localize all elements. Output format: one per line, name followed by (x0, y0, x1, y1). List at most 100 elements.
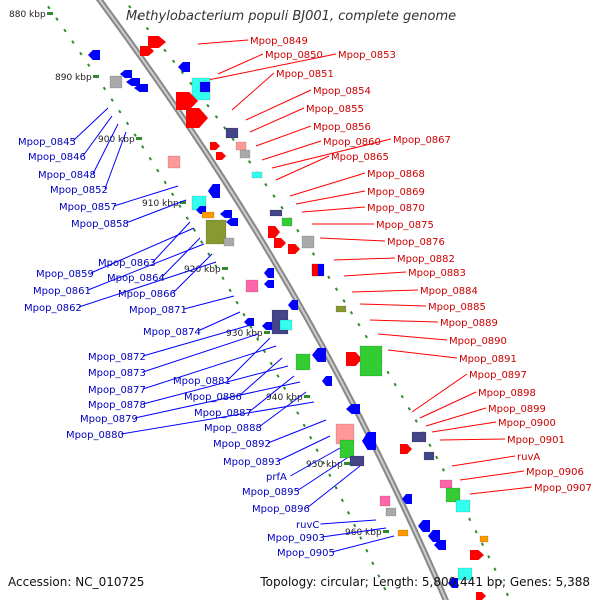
gene-label-reverse[interactable]: Mpop_0866 (118, 289, 176, 300)
gene-label-forward[interactable]: Mpop_0855 (306, 104, 364, 115)
gene-feature-forward[interactable] (400, 444, 412, 454)
gene-feature-reverse[interactable] (322, 376, 332, 386)
gene-feature-reverse[interactable] (428, 530, 440, 542)
gene-feature-forward[interactable] (470, 550, 484, 560)
gene-feature[interactable] (205, 219, 227, 245)
gene-label-reverse[interactable]: Mpop_0895 (242, 487, 300, 498)
gene-feature[interactable] (385, 507, 397, 517)
gene-label-forward[interactable]: Mpop_0875 (376, 220, 434, 231)
gene-feature[interactable] (279, 319, 293, 331)
gene-feature-forward[interactable] (268, 226, 280, 238)
gene-label-forward[interactable]: Mpop_0901 (507, 435, 565, 446)
gene-label-reverse[interactable]: Mpop_0881 (173, 376, 231, 387)
gene-label-forward[interactable]: Mpop_0867 (393, 135, 451, 146)
gene-feature-reverse[interactable] (88, 50, 100, 60)
gene-feature-forward[interactable] (288, 244, 300, 254)
gene-label-reverse[interactable]: Mpop_0892 (213, 439, 271, 450)
gene-feature-reverse[interactable] (264, 268, 274, 278)
gene-feature[interactable] (411, 431, 427, 443)
gene-feature-reverse[interactable] (434, 540, 446, 550)
gene-label-forward[interactable]: Mpop_0876 (387, 237, 445, 248)
gene-feature[interactable] (225, 127, 239, 139)
gene-feature[interactable] (167, 155, 181, 169)
gene-feature-reverse[interactable] (126, 78, 140, 86)
gene-label-forward[interactable]: Mpop_0899 (488, 404, 546, 415)
gene-feature-reverse[interactable] (244, 318, 254, 326)
gene-feature-reverse[interactable] (402, 494, 412, 504)
gene-label-reverse[interactable]: Mpop_0872 (88, 352, 146, 363)
gene-label-reverse[interactable]: Mpop_0888 (204, 423, 262, 434)
gene-feature[interactable] (301, 235, 315, 249)
gene-feature[interactable] (269, 209, 283, 217)
gene-label-forward[interactable]: Mpop_0897 (469, 370, 527, 381)
gene-label-forward[interactable]: Mpop_0854 (313, 86, 371, 97)
gene-label-forward[interactable]: Mpop_0900 (498, 418, 556, 429)
gene-label-forward[interactable]: Mpop_0883 (408, 268, 466, 279)
gene-label-forward[interactable]: Mpop_0906 (526, 467, 584, 478)
gene-feature[interactable] (235, 141, 247, 151)
gene-label-forward[interactable]: Mpop_0890 (449, 336, 507, 347)
gene-label-reverse[interactable]: Mpop_0862 (24, 303, 82, 314)
gene-label-forward[interactable]: Mpop_0853 (338, 50, 396, 61)
gene-feature-reverse[interactable] (220, 210, 232, 218)
gene-label-reverse[interactable]: Mpop_0846 (28, 152, 86, 163)
gene-label-reverse[interactable]: Mpop_0848 (38, 170, 96, 181)
gene-label-forward[interactable]: Mpop_0889 (440, 318, 498, 329)
gene-feature[interactable] (311, 263, 319, 277)
gene-feature-forward[interactable] (346, 352, 362, 366)
gene-label-reverse[interactable]: Mpop_0874 (143, 327, 201, 338)
gene-label-forward[interactable]: Mpop_0869 (367, 187, 425, 198)
gene-feature[interactable] (397, 529, 409, 537)
gene-label-forward[interactable]: Mpop_0850 (265, 50, 323, 61)
gene-feature[interactable] (339, 439, 355, 459)
gene-feature-forward[interactable] (210, 142, 220, 150)
gene-feature[interactable] (109, 75, 123, 89)
gene-label-forward[interactable]: Mpop_0870 (367, 203, 425, 214)
gene-label-forward[interactable]: Mpop_0868 (367, 169, 425, 180)
gene-label-reverse[interactable]: Mpop_0852 (50, 185, 108, 196)
gene-feature-reverse[interactable] (362, 432, 376, 450)
gene-feature[interactable] (245, 279, 259, 293)
gene-label-forward[interactable]: Mpop_0849 (250, 36, 308, 47)
gene-feature-reverse[interactable] (262, 322, 272, 330)
gene-label-reverse[interactable]: Mpop_0896 (252, 504, 310, 515)
gene-label-reverse[interactable]: Mpop_0887 (194, 408, 252, 419)
gene-feature-forward[interactable] (476, 592, 486, 600)
gene-label-forward[interactable]: ruvA (517, 452, 540, 463)
gene-label-reverse[interactable]: Mpop_0857 (59, 202, 117, 213)
gene-feature-reverse[interactable] (134, 84, 148, 92)
gene-label-reverse[interactable]: Mpop_0863 (98, 258, 156, 269)
gene-feature-forward[interactable] (148, 36, 166, 48)
gene-label-reverse[interactable]: Mpop_0864 (107, 273, 165, 284)
gene-label-reverse[interactable]: Mpop_0845 (18, 137, 76, 148)
gene-feature-reverse[interactable] (178, 62, 190, 72)
gene-label-reverse[interactable]: Mpop_0873 (88, 368, 146, 379)
gene-label-forward[interactable]: Mpop_0851 (276, 69, 334, 80)
gene-feature[interactable] (335, 305, 347, 313)
gene-label-reverse[interactable]: prfA (266, 472, 287, 483)
gene-feature[interactable] (251, 171, 263, 179)
gene-feature[interactable] (455, 499, 471, 513)
gene-feature-forward[interactable] (186, 108, 208, 128)
gene-label-reverse[interactable]: Mpop_0893 (223, 457, 281, 468)
gene-feature-reverse[interactable] (448, 578, 458, 588)
gene-label-reverse[interactable]: Mpop_0877 (88, 385, 146, 396)
gene-feature[interactable] (349, 455, 365, 467)
gene-feature[interactable] (423, 451, 435, 461)
gene-label-forward[interactable]: Mpop_0884 (420, 286, 478, 297)
gene-feature-reverse[interactable] (346, 404, 360, 414)
gene-label-forward[interactable]: Mpop_0891 (459, 354, 517, 365)
gene-label-reverse[interactable]: Mpop_0903 (267, 533, 325, 544)
gene-feature[interactable] (223, 237, 235, 247)
gene-feature-reverse[interactable] (208, 184, 220, 198)
gene-label-reverse[interactable]: Mpop_0858 (71, 219, 129, 230)
gene-label-forward[interactable]: Mpop_0885 (428, 302, 486, 313)
gene-label-reverse[interactable]: Mpop_0905 (277, 548, 335, 559)
gene-label-forward[interactable]: Mpop_0898 (478, 388, 536, 399)
gene-feature-reverse[interactable] (226, 218, 238, 226)
gene-feature-reverse[interactable] (264, 280, 274, 288)
gene-label-reverse[interactable]: ruvC (296, 520, 319, 531)
gene-feature-reverse[interactable] (312, 348, 326, 362)
gene-label-reverse[interactable]: Mpop_0861 (33, 286, 91, 297)
gene-label-forward[interactable]: Mpop_0907 (534, 483, 592, 494)
